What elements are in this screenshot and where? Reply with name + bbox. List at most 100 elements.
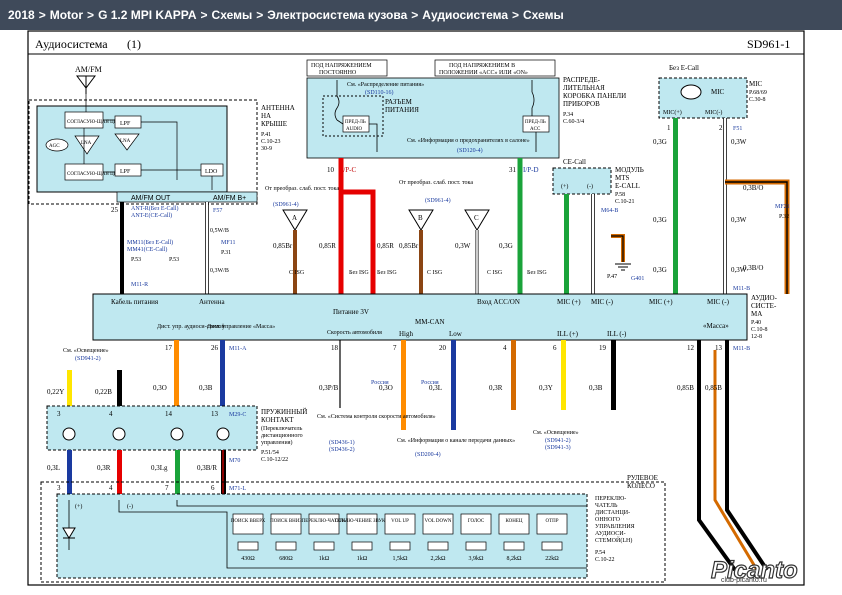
power-conn-left: I/P-C (341, 166, 357, 174)
steering-wheel-switch: 3 4 7 6 M71-L (+) (-) РУЛЕВОЕ КОЛЕСО ПЕР… (40, 474, 666, 583)
mic-variant: Без E-Call (669, 64, 699, 72)
mic-conn: F51 (733, 126, 742, 132)
sc-pin-13: 13 (211, 410, 219, 418)
see-can-ref: (SD200-4) (415, 451, 441, 458)
wire-label-ill-y: 0,3Y (539, 384, 553, 392)
pin-13: 13 (715, 344, 723, 352)
wire-label-ant-w2: 0,3W/B (210, 268, 229, 274)
conn-m11a: M11-A (229, 346, 247, 352)
switch-button-1 (270, 513, 302, 535)
unit-label-ill-plus: ILL (+) (557, 330, 579, 338)
wire-label-wheel-r: 0,3R (97, 464, 111, 472)
antenna-ldo-label: LDO (205, 169, 218, 175)
converter-see-2: От преобраз. слаб. пост. тока (399, 179, 473, 186)
antenna-ref-1: P.41 (261, 132, 271, 138)
unit-label-power-3v: Питание 3V (333, 308, 369, 316)
antenna-agc-label: AGC (49, 144, 60, 149)
unit-name-1: АУДИО- (751, 294, 778, 302)
mic-capsule (680, 84, 702, 100)
mf21-ref: P.32 (779, 214, 789, 220)
mic-pin-num-1: 1 (667, 124, 671, 132)
wire-wheel-blue (67, 450, 72, 494)
conn-m70: M70 (229, 458, 240, 464)
pin-19: 19 (599, 344, 607, 352)
breadcrumb-separator: > (38, 8, 46, 22)
switch-name-6: АУДИОСИ- (595, 531, 626, 537)
m71-pin-4: 4 (109, 484, 113, 492)
power-acc-1: ПОД НАПРЯЖЕНИЕМ В (449, 63, 515, 69)
pin-26: 26 (211, 344, 219, 352)
breadcrumb-item-body-electrics[interactable]: Электросистема кузова (267, 8, 408, 22)
breadcrumb-item-year[interactable]: 2018 (8, 8, 35, 22)
spring-label-2: КОНТАКТ (261, 416, 294, 424)
wire-can-high (401, 340, 406, 430)
converter-c (464, 209, 490, 231)
wire-ill-black (611, 340, 616, 410)
switch-button-label-6: ГОЛОС (468, 519, 485, 524)
unit-label-speed: Скорость автомобиля (327, 329, 382, 336)
m11r-conn: M11-R (131, 282, 148, 288)
mic-ref-2: C.30-8 (749, 97, 766, 103)
unit-name-3: МА (751, 310, 762, 318)
see-speed-ref-2: (SD436-2) (329, 446, 355, 453)
switch-name-3: ДИСТАНЦИ- (595, 510, 630, 516)
see-can: См. «Информация о канале передачи данных… (397, 437, 515, 444)
breadcrumb-separator: > (512, 8, 520, 22)
wire-ill-yellow (561, 340, 566, 410)
resistor-label-1: 680Ω (279, 556, 293, 562)
m71-pin-7: 7 (165, 484, 169, 492)
breadcrumb-item-engine[interactable]: G 1.2 MPI KAPPA (98, 8, 197, 22)
wire-power-red (338, 158, 376, 294)
switch-button-label-0: ПОИСК ВВЕРХ (231, 519, 266, 524)
breadcrumb-item-schemes-current[interactable]: Схемы (523, 8, 564, 22)
unit-label-can-high: High (399, 330, 414, 338)
diagram-code: SD961-1 (747, 37, 790, 51)
ecall-name-3: E-CALL (615, 182, 640, 190)
switch-name-2: ЧАТЕЛЬ (595, 503, 618, 509)
wire-ill-orange (511, 340, 516, 410)
see-lighting-2-ref-1: (SD941-2) (545, 437, 571, 444)
switch-button-8 (536, 513, 568, 535)
spring-coil-4 (216, 427, 230, 441)
sc-pin-14: 14 (165, 410, 173, 418)
wire-label-ill-r: 0,3R (489, 384, 503, 392)
switch-button-label-5: VOL DOWN (425, 519, 452, 524)
unit-label-mic-plus-1: MIC (+) (557, 298, 581, 306)
dist-box-ref-1: P.34 (563, 112, 573, 118)
power-see-1-ref: (SD110-16) (365, 89, 393, 96)
mic-label: MIC (749, 80, 763, 88)
wheel-label-2: КОЛЕСО (627, 482, 655, 490)
isg-label-3: Без ISG (377, 270, 397, 276)
spring-label-4: дистанционного (261, 433, 303, 439)
resistor-8 (541, 541, 563, 551)
spring-label-1: ПРУЖИННЫЙ (261, 408, 307, 416)
breadcrumb-item-model[interactable]: Motor (49, 8, 84, 22)
wire-antenna-black (120, 202, 124, 294)
switch-button-label-8: ОТПР (545, 519, 558, 524)
antenna-output-bar (116, 191, 258, 203)
wire-label-remote-b: 0,3B (199, 384, 213, 392)
switch-name-4: ОННОГО (595, 517, 621, 523)
pin-20: 20 (439, 344, 447, 352)
antenna-lna-1 (114, 133, 140, 151)
wire-label-cw: 0,3W (455, 242, 471, 250)
antenna-match-2-label: СОГЛАСУЮ-ЩАЯ ЦЕПЬ (67, 172, 123, 177)
wire-label-wheel-l: 0,3L (47, 464, 60, 472)
unit-ref-1: P.40 (751, 320, 761, 326)
breadcrumb-item-audio[interactable]: Аудиосистема (422, 8, 508, 22)
unit-label-mic-plus-2: MIC (+) (649, 298, 673, 306)
wire-label-wheel-br: 0,3B/R (197, 464, 217, 472)
converter-c-label: C (474, 214, 479, 222)
antenna-name-2: НА (261, 112, 271, 120)
p31-ref: P.31 (221, 250, 231, 256)
spring-label-5: управления) (261, 439, 292, 446)
antenna-match-1-label: СОГЛАСУЮ-ЩАЯ ЦЕПЬ (67, 120, 123, 125)
wire-brown-a (293, 230, 297, 294)
dist-box-label-1: РАСПРЕДЕ- (563, 76, 601, 84)
antenna-name-1: АНТЕННА (261, 104, 295, 112)
roof-antenna: AM/FM СОГЛАСУЮ-ЩАЯ ЦЕПЬ СОГЛАСУЮ-ЩАЯ ЦЕП… (28, 65, 295, 205)
breadcrumb-item-schemes[interactable]: Схемы (211, 8, 253, 22)
wheel-label-1: РУЛЕВОЕ (627, 474, 658, 482)
converter-see-1: От преобраз. слаб. пост. тока (265, 185, 339, 192)
breadcrumb-separator: > (256, 8, 264, 22)
